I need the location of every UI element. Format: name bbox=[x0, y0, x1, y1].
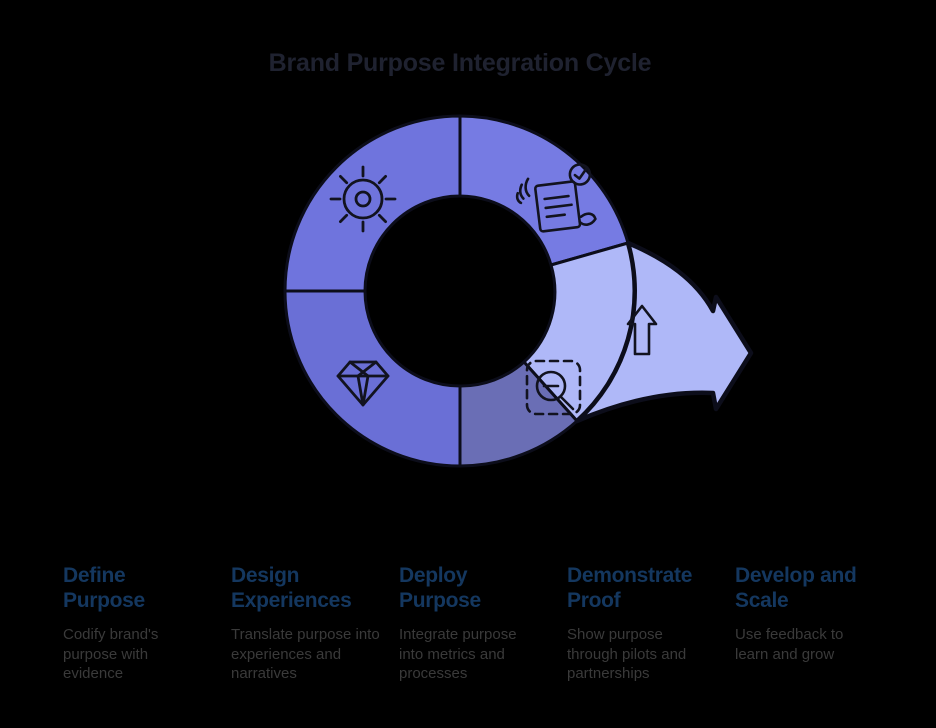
stage-column-deploy-purpose: Deploy Purpose Integrate purpose into me… bbox=[399, 563, 557, 684]
segment-bottom-left bbox=[283, 289, 462, 468]
segment-top-left bbox=[283, 114, 462, 293]
stage-column-design-experiences: Design Experiences Translate purpose int… bbox=[231, 563, 389, 684]
stage-heading: Develop and Scale bbox=[735, 564, 857, 612]
stage-heading: Design Experiences bbox=[231, 564, 352, 612]
diamond-icon bbox=[336, 360, 390, 407]
stage-column-define-purpose: Define Purpose Codify brand's purpose wi… bbox=[63, 563, 221, 684]
stage-column-develop-and-scale: Develop and Scale Use feedback to learn … bbox=[735, 563, 893, 664]
stage-description: Use feedback to learn and grow bbox=[735, 626, 844, 663]
stage-description: Codify brand's purpose with evidence bbox=[63, 626, 159, 682]
zoom-out-magnifier-icon bbox=[525, 359, 582, 416]
sun-icon bbox=[329, 165, 397, 233]
stage-heading: Deploy Purpose bbox=[399, 564, 481, 612]
stage-description: Show purpose through pilots and partners… bbox=[567, 626, 687, 682]
stage-heading: Define Purpose bbox=[63, 564, 145, 612]
stage-description: Integrate purpose into metrics and proce… bbox=[399, 626, 517, 682]
cycle-donut bbox=[283, 114, 637, 468]
stage-heading: Demonstrate Proof bbox=[567, 564, 693, 612]
stage-description: Translate purpose into experiences and n… bbox=[231, 626, 380, 682]
stage-column-demonstrate-proof: Demonstrate Proof Show purpose through p… bbox=[567, 563, 725, 684]
segment-top-right bbox=[458, 114, 630, 267]
up-arrow-icon bbox=[626, 304, 658, 356]
page-title: Brand Purpose Integration Cycle bbox=[268, 49, 652, 77]
document-check-icon bbox=[515, 163, 597, 233]
